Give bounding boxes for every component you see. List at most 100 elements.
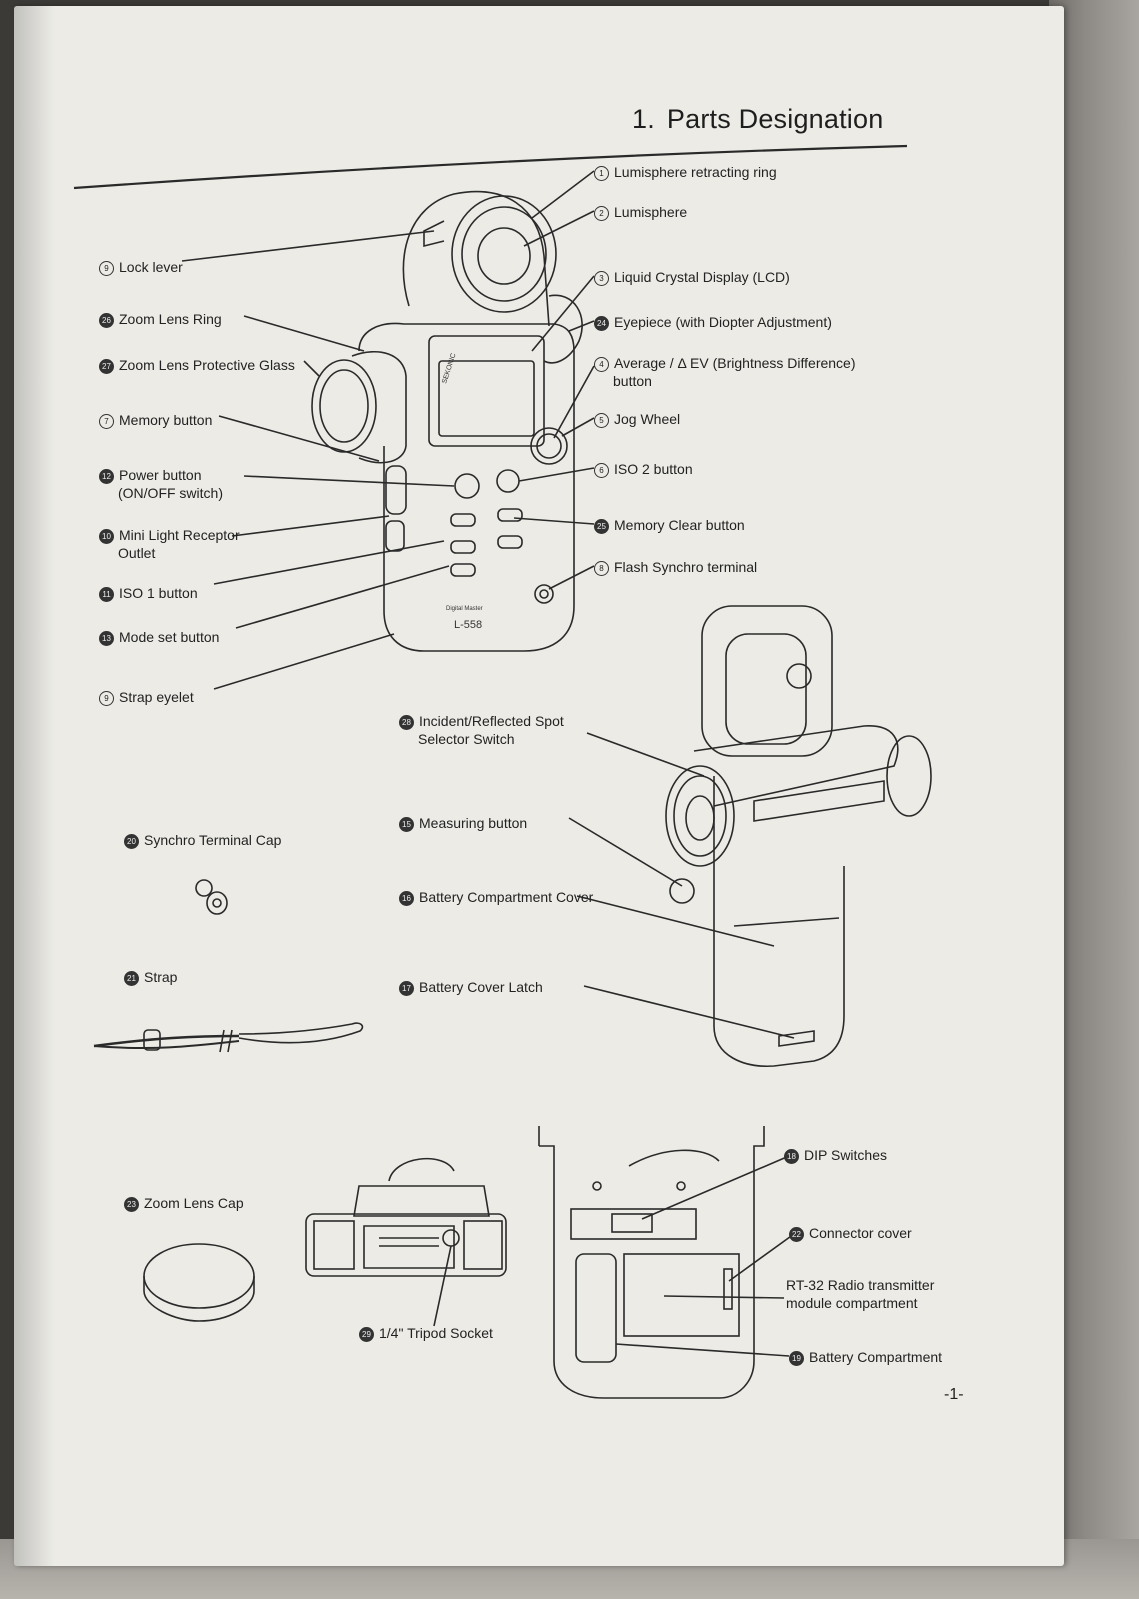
- label-text: ISO 1 button: [119, 585, 198, 601]
- callout-number: 2: [594, 206, 609, 221]
- parts-illustration: SEKONIC Digital Master L-558: [73, 144, 932, 1399]
- label-text-line2: Outlet: [118, 545, 156, 561]
- leader-19: [615, 1343, 790, 1357]
- label-text: Battery Cover Latch: [419, 979, 543, 995]
- leader-25: [513, 517, 595, 525]
- zoom-lens-cap-drawing: [143, 1243, 255, 1322]
- leader-2: [523, 210, 595, 247]
- label-connector-cover: 22 Connector cover: [789, 1224, 912, 1242]
- leader-power: [243, 475, 455, 487]
- meter-bottom-drawing: [305, 1157, 507, 1277]
- label-synchro-terminal-cap: 20 Synchro Terminal Cap: [124, 831, 281, 849]
- label-zoom-lens-ring: 26 Zoom Lens Ring: [99, 310, 222, 328]
- label-text: Memory button: [119, 412, 213, 428]
- label-power-button: 12 Power button (ON/OFF switch): [99, 466, 223, 502]
- label-battery-cover-latch: 17 Battery Cover Latch: [399, 978, 543, 996]
- callout-number: 13: [99, 631, 114, 646]
- callout-number: 24: [594, 316, 609, 331]
- leader-memory: [218, 415, 380, 462]
- callout-number: 4: [594, 357, 609, 372]
- label-text: DIP Switches: [804, 1147, 887, 1163]
- leader-24: [568, 320, 595, 332]
- callout-number: 18: [784, 1149, 799, 1164]
- leader-5: [561, 417, 595, 437]
- leader-18: [641, 1155, 790, 1220]
- label-text: Eyepiece (with Diopter Adjustment): [614, 314, 832, 330]
- label-text: Lumisphere retracting ring: [614, 164, 777, 180]
- callout-number: 5: [594, 413, 609, 428]
- model-line-text: Digital Master: [446, 606, 483, 612]
- callout-number: 6: [594, 463, 609, 478]
- label-text: Zoom Lens Cap: [144, 1195, 244, 1211]
- leader-3: [531, 275, 595, 352]
- binding-shadow: [14, 6, 54, 1566]
- manual-page: 1.Parts Designation: [14, 6, 1064, 1566]
- callout-number: 28: [399, 715, 414, 730]
- label-text: Mode set button: [119, 629, 220, 645]
- label-lumisphere: 2 Lumisphere: [594, 203, 687, 221]
- leader-iso1: [213, 540, 445, 585]
- label-text-line2: module compartment: [786, 1295, 918, 1311]
- callout-number: 22: [789, 1227, 804, 1242]
- label-text-line2: (ON/OFF switch): [118, 485, 223, 501]
- label-dip-switches: 18 DIP Switches: [784, 1146, 887, 1164]
- leader-1: [531, 170, 595, 219]
- label-text: Zoom Lens Ring: [119, 311, 222, 327]
- label-text: Incident/Reflected Spot: [419, 713, 564, 729]
- page-title: 1.Parts Designation: [632, 104, 883, 135]
- callout-number: 7: [99, 414, 114, 429]
- label-text: Jog Wheel: [614, 411, 681, 427]
- callout-number: 21: [124, 971, 139, 986]
- label-text: Lumisphere: [614, 204, 688, 220]
- leader-strap-eyelet: [213, 633, 395, 690]
- strap-drawing: [93, 1022, 364, 1053]
- callout-number: 19: [789, 1351, 804, 1366]
- callout-number: 26: [99, 313, 114, 328]
- meter-rear-drawing: [665, 605, 932, 1067]
- label-text: Power button: [119, 467, 202, 483]
- callout-number: 10: [99, 529, 114, 544]
- brand-mark: SEKONIC: [441, 352, 457, 384]
- label-memory-button: 7 Memory button: [99, 411, 212, 429]
- label-text: Connector cover: [809, 1225, 912, 1241]
- label-text: Battery Compartment: [809, 1349, 943, 1365]
- leader-mode-set: [235, 565, 450, 629]
- callout-number: 17: [399, 981, 414, 996]
- label-text: RT-32 Radio transmitter: [786, 1277, 935, 1293]
- label-mode-set-button: 13 Mode set button: [99, 628, 219, 646]
- label-text: Strap: [144, 969, 178, 985]
- label-text: Lock lever: [119, 259, 183, 275]
- label-text: Synchro Terminal Cap: [144, 832, 282, 848]
- leader-17: [583, 985, 795, 1039]
- label-text: Measuring button: [419, 815, 528, 831]
- label-text: Battery Compartment Cover: [419, 889, 594, 905]
- stacked-pages-edge: [1049, 0, 1139, 1599]
- leader-4: [553, 365, 595, 439]
- callout-number: 12: [99, 469, 114, 484]
- label-text: Memory Clear button: [614, 517, 745, 533]
- label-measuring-button: 15 Measuring button: [399, 814, 527, 832]
- label-rt32-compartment: RT-32 Radio transmitter module compartmen…: [786, 1276, 934, 1312]
- leader-mini-light: [231, 515, 390, 537]
- label-text-line2: button: [613, 373, 652, 389]
- label-text: Liquid Crystal Display (LCD): [614, 269, 790, 285]
- label-jog-wheel: 5 Jog Wheel: [594, 410, 680, 428]
- leader-15: [568, 817, 683, 887]
- synchro-cap-drawing: [195, 879, 228, 915]
- label-eyepiece: 24 Eyepiece (with Diopter Adjustment): [594, 313, 832, 331]
- page-number: -1-: [944, 1386, 964, 1403]
- callout-number: 25: [594, 519, 609, 534]
- callout-number: 15: [399, 817, 414, 832]
- callout-number: 20: [124, 834, 139, 849]
- label-battery-compartment: 19 Battery Compartment: [789, 1348, 942, 1366]
- label-memory-clear-button: 25 Memory Clear button: [594, 516, 745, 534]
- leader-22: [728, 1233, 795, 1282]
